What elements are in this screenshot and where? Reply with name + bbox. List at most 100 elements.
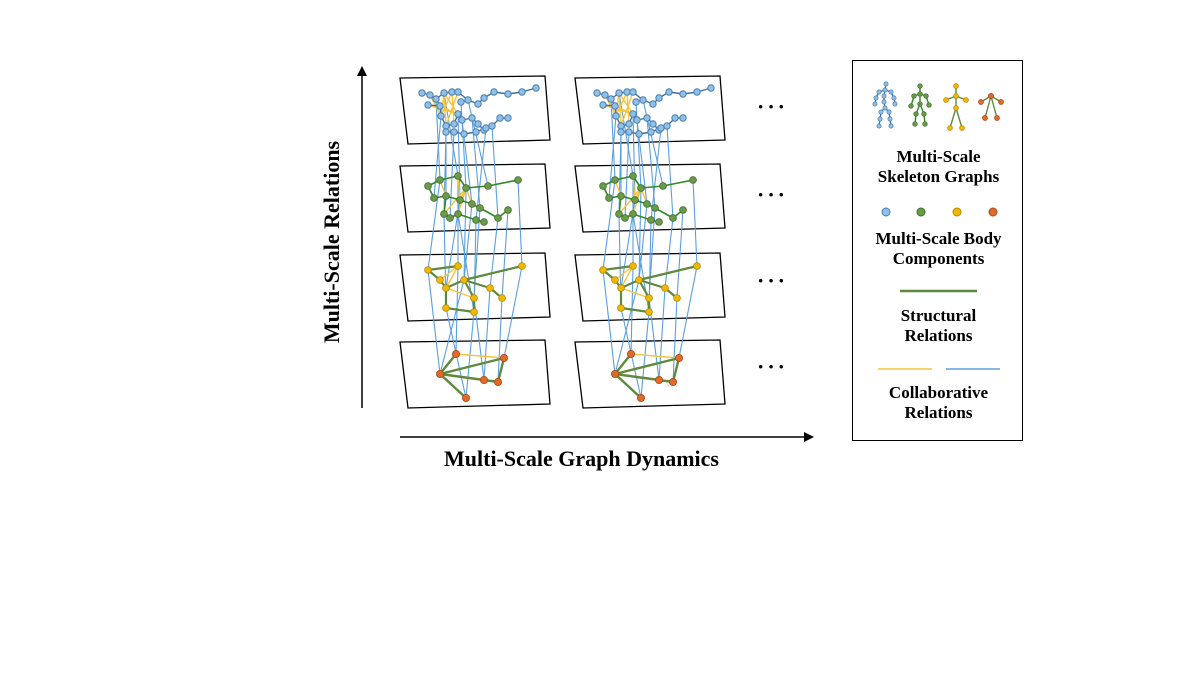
- icon-node: [888, 89, 894, 95]
- joint-node: [615, 89, 623, 97]
- icon-edge: [990, 95, 998, 119]
- limb-node: [629, 262, 637, 270]
- joint-node: [488, 122, 496, 130]
- joint-node: [663, 122, 671, 130]
- joint-node: [635, 130, 643, 138]
- collaborative-cross-edge: [517, 179, 523, 267]
- icon-node: [887, 116, 893, 122]
- icon-node: [926, 102, 932, 108]
- collaborative-cross-edge: [638, 187, 642, 281]
- collaborative-edge: [445, 287, 475, 299]
- graph-layers: [399, 75, 726, 409]
- joint-node: [671, 114, 679, 122]
- icon-node: [998, 99, 1004, 105]
- body-edge: [439, 353, 457, 375]
- body-node: [655, 375, 664, 384]
- icon-node: [953, 105, 959, 111]
- body-edge: [439, 356, 505, 376]
- joint-node: [454, 110, 462, 118]
- collaborative-cross-edge: [483, 287, 491, 381]
- joint-node: [611, 102, 619, 110]
- joint-node: [440, 89, 448, 97]
- joint-node: [458, 116, 466, 124]
- part-node: [484, 182, 492, 190]
- collaborative-cross-edge: [638, 203, 648, 281]
- collaborative-cross-edge: [658, 287, 666, 381]
- limb-edge: [638, 264, 698, 282]
- collaborative-cross-edge: [632, 113, 636, 201]
- collaborative-edge: [615, 91, 628, 117]
- limb-node: [645, 308, 653, 316]
- icon-node: [922, 121, 928, 127]
- part-node: [669, 214, 677, 222]
- graph-column-1: [399, 75, 551, 409]
- legend-body-components-label: Multi-Scale Body Components: [875, 229, 1002, 268]
- collaborative-cross-edge: [449, 131, 455, 219]
- joint-node: [679, 114, 687, 122]
- collaborative-cross-edge: [427, 179, 441, 271]
- limb-skeleton-icon: [943, 83, 969, 131]
- joint-node: [593, 89, 601, 97]
- collaborative-edge: [630, 353, 680, 359]
- icon-node: [872, 101, 878, 107]
- collaborative-edge: [457, 175, 461, 201]
- icon-node: [873, 95, 879, 101]
- collaborative-cross-edge: [602, 269, 616, 375]
- part-node: [679, 206, 687, 214]
- joint-node: [426, 91, 434, 99]
- joint-node: [432, 95, 440, 103]
- limb-node: [460, 276, 468, 284]
- blue-joint-sample: [881, 207, 891, 217]
- icon-node: [891, 95, 897, 101]
- scale-plane-4: [399, 339, 551, 409]
- collaborative-edge: [440, 91, 453, 117]
- part-node: [617, 192, 625, 200]
- body-node: [435, 369, 444, 378]
- body-node: [493, 377, 502, 386]
- part-node: [456, 196, 464, 204]
- joint-node: [625, 128, 633, 136]
- part-node: [440, 210, 448, 218]
- limb-edge: [602, 264, 634, 272]
- body-edge: [496, 357, 506, 383]
- joint-node: [532, 84, 540, 92]
- part-node: [651, 204, 659, 212]
- joint-node: [457, 98, 465, 106]
- joint-node: [665, 88, 673, 96]
- joint-node: [617, 122, 625, 130]
- body-node: [611, 369, 620, 378]
- part-node: [480, 218, 488, 226]
- part-node: [462, 184, 470, 192]
- joint-node: [518, 88, 526, 96]
- collaborative-edge: [445, 265, 459, 289]
- part-node: [424, 182, 432, 190]
- icon-node: [917, 91, 923, 97]
- icon-node: [923, 93, 929, 99]
- collaborative-cross-edge: [491, 125, 499, 219]
- collaborative-cross-edge: [467, 99, 489, 187]
- part-node: [442, 192, 450, 200]
- ellipsis-row-2: ···: [757, 182, 789, 207]
- icon-node: [978, 99, 984, 105]
- part-node: [629, 210, 637, 218]
- joint-node: [601, 91, 609, 99]
- joint-node: [707, 84, 715, 92]
- joint-node: [504, 114, 512, 122]
- icon-node: [881, 99, 887, 105]
- icon-node: [988, 93, 994, 99]
- part-node: [430, 194, 438, 202]
- body-node: [637, 393, 646, 402]
- collaborative-cross-edge: [463, 203, 473, 281]
- icon-node: [921, 111, 927, 117]
- collaborative-cross-edge: [457, 113, 461, 201]
- joint-node: [496, 114, 504, 122]
- joint-node: [474, 120, 482, 128]
- icon-node: [917, 101, 923, 107]
- collaborative-edge: [620, 265, 634, 289]
- joint-node: [629, 88, 637, 96]
- collaborative-edge: [620, 287, 650, 299]
- legend-collaborative-relations-label: Collaborative Relations: [888, 383, 989, 422]
- part-node: [631, 196, 639, 204]
- icon-node: [883, 81, 889, 87]
- part-node: [611, 176, 619, 184]
